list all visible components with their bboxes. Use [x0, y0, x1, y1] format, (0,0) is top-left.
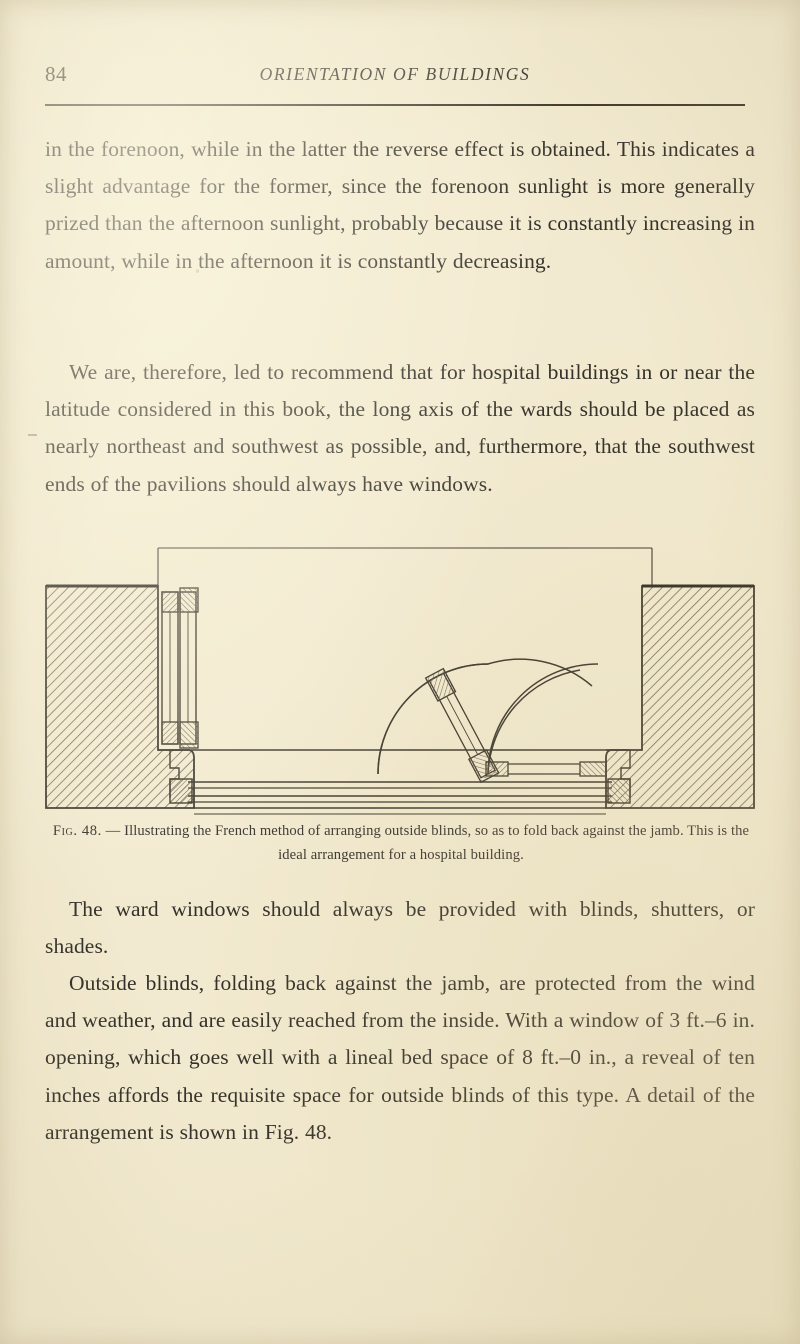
figure-label: Fig. 48. — [52, 823, 102, 839]
scan-speck — [28, 434, 37, 436]
paragraph-continuation: in the forenoon, while in the latter the… — [45, 137, 755, 273]
body-text-lower: The ward windows should always be provid… — [45, 891, 755, 1221]
figure-caption: Fig. 48. — Illustrating the French metho… — [40, 820, 762, 867]
caption-text: Illustrating the French method of arrang… — [124, 823, 750, 863]
right-wall-section — [605, 584, 755, 809]
page-header: 84 ORIENTATION OF BUILDINGS — [45, 62, 745, 96]
figure-extent-frame — [157, 547, 653, 586]
left-wall-section — [45, 584, 195, 809]
paragraph-outside-blinds: Outside blinds, folding back against the… — [45, 971, 755, 1144]
body-text-upper: in the forenoon, while in the latter the… — [45, 131, 755, 531]
window-frame — [169, 749, 631, 803]
header-rule — [45, 104, 745, 106]
folded-blind-leaves — [161, 587, 199, 749]
window-jamb-plan-section-drawing — [45, 547, 755, 815]
paragraph-ward-windows: The ward windows should always be provid… — [45, 897, 755, 959]
running-title: ORIENTATION OF BUILDINGS — [259, 64, 531, 84]
caption-dash: — — [101, 823, 125, 839]
figure-48 — [40, 536, 760, 816]
inner-sill-line — [194, 807, 606, 815]
hinge-blocks — [485, 761, 607, 777]
paragraph-recommendation: We are, therefore, led to recommend that… — [45, 360, 755, 496]
